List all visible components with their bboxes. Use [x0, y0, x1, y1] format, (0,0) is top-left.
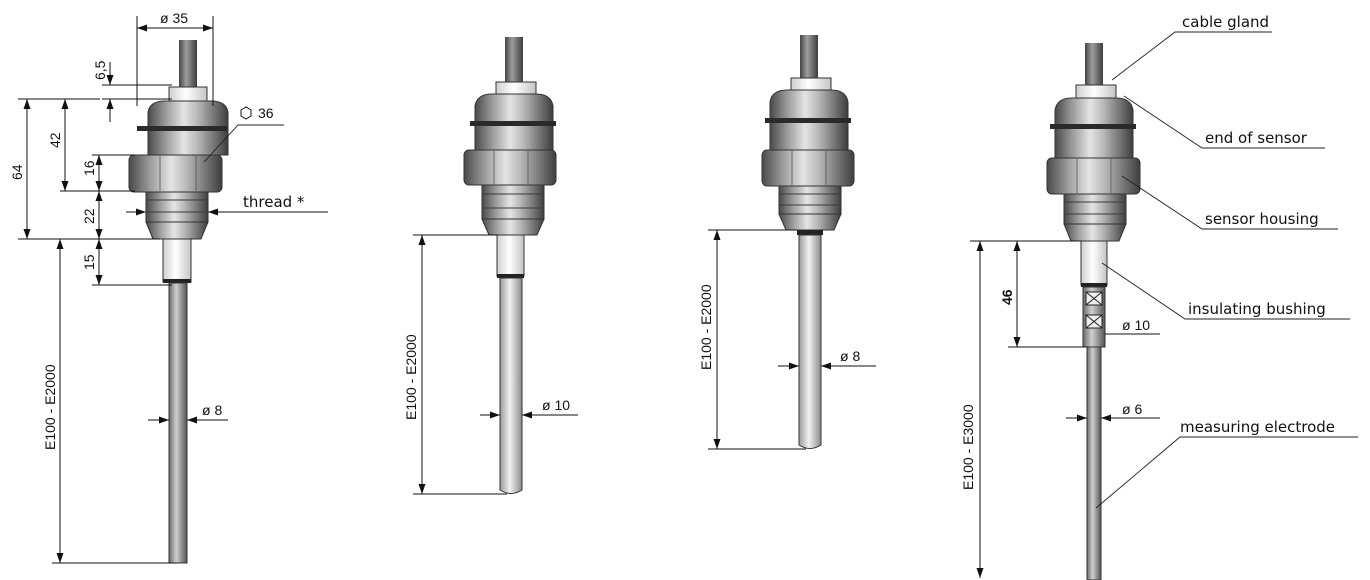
sensor-variant-a [128, 40, 229, 564]
dimensions-variant-a: ø 35 6,5 64 42 16 22 15 36 thread [9, 10, 328, 564]
hex-nut [128, 154, 223, 193]
thread-label: thread * [243, 193, 305, 211]
dim-6-5: 6,5 [92, 60, 108, 80]
label-insulating-bushing: insulating bushing [1188, 300, 1326, 318]
dim-length-a: E100 - E2000 [42, 364, 58, 450]
thread [145, 191, 209, 223]
dim-diameter-35: ø 35 [160, 10, 188, 26]
measuring-electrode [168, 282, 188, 564]
sensor-variant-d [1046, 43, 1141, 580]
dim-22: 22 [81, 208, 97, 224]
dim-diameter-6-d: ø 6 [1122, 401, 1142, 417]
measuring-electrode [1086, 346, 1102, 580]
insulating-bushing [162, 238, 192, 283]
sensor-variant-c [761, 35, 855, 449]
insulating-bushing [1080, 240, 1108, 286]
measuring-electrode [798, 234, 822, 449]
sensor-variant-b [463, 37, 557, 494]
dim-diameter-8-a: ø 8 [202, 402, 222, 418]
dim-15: 15 [81, 254, 97, 270]
callouts: cable gland end of sensor sensor housing… [1095, 13, 1358, 509]
label-sensor-housing: sensor housing [1205, 210, 1319, 228]
cable [1085, 43, 1103, 85]
thread [481, 184, 545, 220]
dim-hex-36: 36 [258, 105, 274, 121]
label-end-of-sensor: end of sensor [1205, 129, 1308, 147]
hex-nut [1046, 157, 1141, 195]
hexagon-icon [240, 106, 252, 120]
cable-gland [168, 86, 208, 102]
cable-gland [495, 81, 537, 95]
cable [179, 40, 197, 88]
dim-diameter-10-b: ø 10 [542, 397, 570, 413]
dimensions-variant-d: E100 - E3000 46 ø 10 ø 6 [960, 240, 1160, 578]
label-measuring-electrode: measuring electrode [1180, 418, 1335, 436]
cable [800, 35, 818, 78]
thread [1063, 193, 1127, 225]
dim-length-d: E100 - E3000 [960, 404, 976, 490]
dim-diameter-10-d: ø 10 [1122, 317, 1150, 333]
label-cable-gland: cable gland [1182, 13, 1269, 31]
cable [505, 37, 523, 82]
dim-42: 42 [47, 132, 63, 148]
dim-length-b: E100 - E2000 [403, 334, 419, 420]
dim-length-c: E100 - E2000 [698, 284, 714, 370]
dimensions-variant-c: E100 - E2000 ø 8 [698, 229, 876, 450]
dim-diameter-8-c: ø 8 [840, 348, 860, 364]
cable-gland [1075, 84, 1117, 99]
dim-16: 16 [81, 160, 97, 176]
thread [778, 185, 842, 215]
measuring-electrode [499, 277, 523, 494]
hex-nut [463, 149, 557, 186]
hex-nut [761, 149, 855, 187]
insulating-bushing [496, 234, 525, 277]
dim-64: 64 [9, 164, 25, 180]
dimensions-variant-b: E100 - E2000 ø 10 [403, 234, 578, 495]
cable-gland [790, 77, 832, 91]
dim-46: 46 [999, 289, 1015, 305]
